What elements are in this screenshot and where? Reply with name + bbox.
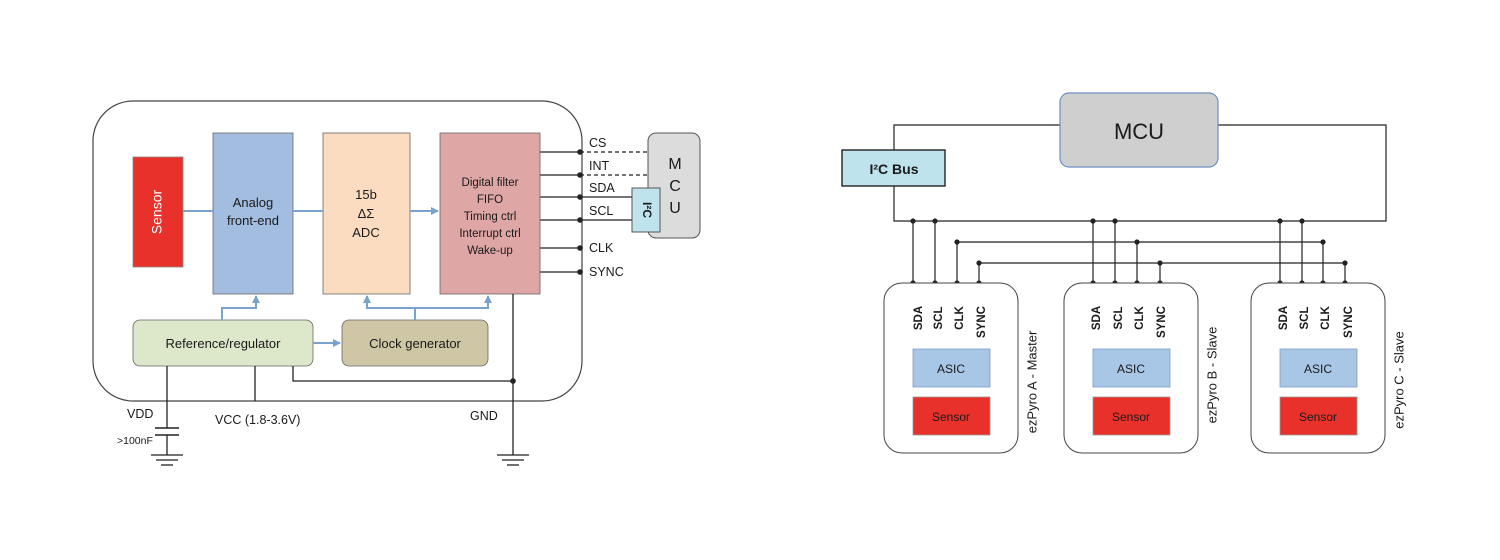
mcu-letter-m: M (668, 156, 681, 173)
device-b-asic-label: ASIC (1117, 362, 1145, 376)
afe-block (212, 132, 294, 295)
i2c-bus-label: I²C Bus (870, 161, 919, 177)
device-a-asic-label: ASIC (937, 362, 965, 376)
device-c-sensor-label: Sensor (1299, 410, 1337, 424)
digital-label-line4: Interrupt ctrl (459, 228, 520, 240)
pin-clk: CLK (589, 241, 614, 255)
mcu-letter-u: U (669, 200, 681, 217)
sensor-label: Sensor (149, 189, 165, 234)
vcc-label: VCC (1.8-3.6V) (215, 413, 300, 427)
left-i2c-label: I²C (640, 202, 654, 218)
reference-label: Reference/regulator (166, 336, 282, 351)
left-i2c-box (631, 187, 661, 233)
device-a-sensor-label: Sensor (932, 410, 970, 424)
device-c-pin-scl: SCL (1299, 307, 1311, 330)
device-c-asic-label: ASIC (1304, 362, 1332, 376)
bus-junction-dot (1299, 218, 1305, 224)
cap-label: >100nF (117, 435, 153, 447)
pin-sync: SYNC (589, 265, 624, 279)
chip-outline (92, 100, 583, 402)
device-c-label: ezPyro C - Slave (1391, 331, 1406, 429)
mcu-letter-c: C (669, 178, 681, 195)
digital-label-line3: Timing ctrl (464, 211, 517, 223)
device-c-pin-sda: SDA (1278, 306, 1290, 330)
bus-junction-dot (932, 218, 938, 224)
device-a-pin-scl: SCL (933, 307, 945, 330)
device-a-sensor (912, 396, 991, 436)
digital-label-line5: Wake-up (467, 245, 513, 257)
left-mcu-box (647, 132, 701, 239)
bus-junction-dot (1134, 239, 1140, 245)
device-c-pin-sync: SYNC (1343, 306, 1355, 338)
gnd-label: GND (470, 409, 498, 423)
afe-label-line2: front-end (227, 213, 279, 228)
pin-cs: CS (589, 136, 606, 150)
device-b-sensor-label: Sensor (1112, 410, 1150, 424)
device-a-asic (912, 348, 991, 388)
digital-block (439, 132, 541, 295)
device-b-asic (1092, 348, 1171, 388)
device-a: ASIC Sensor SDA SCL CLK SYNC ezPyro A - … (883, 282, 1039, 454)
adc-block (322, 132, 411, 295)
sensor-block (132, 156, 184, 268)
pin-sda: SDA (589, 181, 615, 195)
right-mcu-box (1059, 92, 1219, 168)
device-b-label: ezPyro B - Slave (1204, 327, 1219, 424)
i2c-bus-box (841, 149, 946, 187)
device-a-pin-sda: SDA (913, 306, 925, 330)
device-b-pin-scl: SCL (1113, 307, 1125, 330)
bus-junction-dot (1112, 218, 1118, 224)
bus-junction-dot (1320, 239, 1326, 245)
device-c: ASIC Sensor SDA SCL CLK SYNC ezPyro C - … (1250, 282, 1406, 454)
clock-label: Clock generator (369, 336, 461, 351)
device-a-label: ezPyro A - Master (1024, 330, 1039, 433)
left-block-diagram: Sensor Analog front-end 15b ΔΣ ADC Digit… (92, 100, 701, 466)
device-b: ASIC Sensor SDA SCL CLK SYNC ezPyro B - … (1063, 282, 1219, 454)
device-c-sensor (1279, 396, 1358, 436)
afe-label-line1: Analog (233, 195, 273, 210)
bus-junction-dot (1277, 218, 1283, 224)
digital-label-line1: Digital filter (462, 177, 519, 189)
bus-junction-dot (1157, 260, 1163, 266)
device-a-pin-clk: CLK (954, 305, 966, 329)
digital-label-line2: FIFO (477, 194, 503, 206)
right-bus-diagram: MCU I²C Bus ASIC Sensor SDA SCL CLK SYNC… (841, 92, 1406, 454)
bus-junction-dot (910, 218, 916, 224)
device-a-pin-sync: SYNC (976, 306, 988, 338)
bus-junction-dot (1342, 260, 1348, 266)
device-b-sensor (1092, 396, 1171, 436)
vdd-label: VDD (127, 407, 153, 421)
pin-scl: SCL (589, 204, 613, 218)
bus-junction-dot (954, 239, 960, 245)
device-b-pin-sda: SDA (1091, 306, 1103, 330)
right-mcu-label: MCU (1114, 119, 1164, 144)
bus-junction-dot (1090, 218, 1096, 224)
device-c-pin-clk: CLK (1320, 305, 1332, 329)
adc-label-line2: ΔΣ (358, 206, 375, 221)
device-c-asic (1279, 348, 1358, 388)
device-b-pin-sync: SYNC (1156, 306, 1168, 338)
bus-junction-dot (976, 260, 982, 266)
adc-label-line3: ADC (352, 225, 379, 240)
pin-int: INT (589, 159, 610, 173)
adc-label-line1: 15b (355, 187, 377, 202)
device-b-pin-clk: CLK (1134, 305, 1146, 329)
